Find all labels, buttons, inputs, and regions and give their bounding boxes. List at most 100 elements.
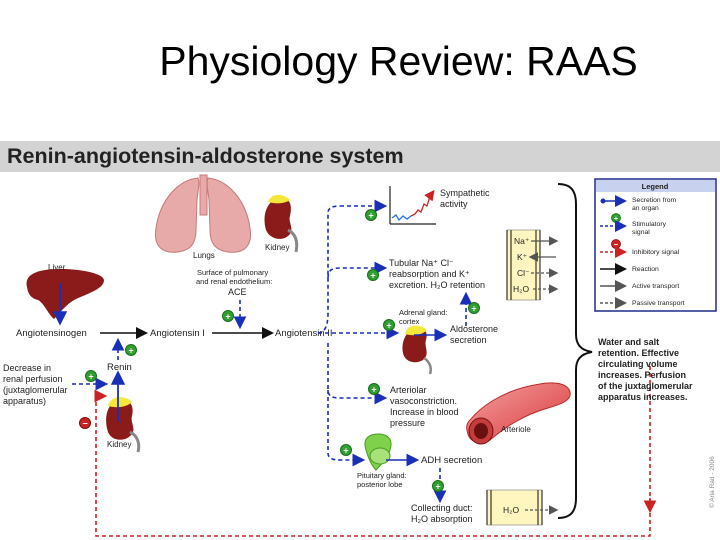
arteriole-label: Arteriole [501, 425, 531, 434]
tubular-line1: Tubular Na⁺ Cl⁻ [389, 258, 454, 268]
perfusion-plus-sign: + [88, 372, 93, 382]
arteriolar-line4: pressure [390, 418, 425, 428]
adrenal-plus-sign: + [386, 321, 391, 331]
inhibit-minus [79, 417, 91, 429]
arteriole-inner [474, 423, 488, 439]
legend-reaction-l1: Reaction [632, 266, 659, 273]
liver-label: Liver [48, 263, 66, 272]
inhibitory-loop [94, 366, 651, 537]
adrenal-bottom [108, 397, 132, 408]
tubular-line2: reabsorption and K⁺ [389, 269, 470, 279]
legend-inhib-l1: Inhibitory signal [632, 249, 680, 256]
surface-line1: Surface of pulmonary [197, 268, 269, 277]
perfusion-line4: apparatus) [3, 396, 46, 406]
legend-secretion-l1: Secretion from [632, 197, 677, 204]
ureter-top [287, 228, 299, 253]
angiotensinogen-label: Angiotensinogen [16, 328, 87, 339]
perfusion-line3: (juxtaglomerular [3, 385, 68, 395]
copyright: © Aria Rad - 2006 [708, 456, 716, 508]
arteriolar-line1: Arteriolar [390, 385, 427, 395]
ace-label: ACE [228, 287, 247, 297]
symp-graph-trace-blue [391, 214, 412, 222]
adrenal-line2: cortex [399, 317, 420, 326]
curly-brace [557, 183, 593, 519]
branch-pituitary [327, 390, 366, 467]
legend-passive-l1: Passive transport [632, 300, 685, 307]
adrenal-ureter [423, 356, 432, 375]
ion-channel [506, 229, 541, 301]
legend-stim-plus-sign: + [614, 214, 619, 223]
branch-trunk [317, 205, 341, 334]
banner-title: Renin-angiotensin-aldosterone system [7, 144, 404, 168]
ureter-bottom [129, 430, 141, 453]
branch-tubular [327, 261, 388, 279]
kidney-top-icon [264, 197, 292, 239]
ion-h2o: H₂O [513, 284, 529, 294]
water-line3: circulating volume [598, 359, 678, 369]
arteriolar-line2: vasoconstriction. [390, 396, 457, 406]
ace-plus-sign: + [225, 312, 230, 322]
legend-title: Legend [642, 182, 669, 191]
renin-plus-sign: + [128, 346, 133, 356]
water-line1: Water and salt [598, 337, 659, 347]
adh-plus-sign: + [435, 482, 440, 492]
adh-plus [432, 480, 444, 492]
legend-header [596, 180, 715, 192]
aldosterone-line1: Aldosterone [450, 324, 498, 334]
collecting-h2o: H₂O [503, 505, 519, 515]
aldosterone-line2: secretion [450, 335, 487, 345]
sympathetic-line2: activity [440, 199, 468, 209]
perfusion-line2: renal perfusion [3, 374, 63, 384]
sympathetic-plus [365, 209, 377, 221]
kidney-bottom-label: Kidney [107, 440, 131, 449]
arteriolar-line3: Increase in blood [390, 407, 459, 417]
water-line6: apparatus increases. [598, 392, 688, 402]
kidney-top-label: Kidney [265, 243, 289, 252]
legend-secretion-l2: an organ [632, 205, 659, 212]
water-line4: increases. Perfusion [598, 370, 686, 380]
arteriolar-plus-sign: + [371, 385, 376, 395]
tubular-plus [367, 269, 379, 281]
kidney-bottom-icon [106, 399, 134, 440]
banner-bar [0, 141, 720, 172]
symp-graph-trace-red [410, 189, 435, 217]
renin-plus [125, 344, 137, 356]
inhibit-minus-sign: − [82, 419, 87, 429]
raas-diagram: Renin-angiotensin-aldosterone system Liv… [0, 141, 720, 537]
adrenal-plus [383, 319, 395, 331]
legend-inhib-minus-sign: − [614, 240, 619, 249]
collecting-line1: Collecting duct: [411, 503, 473, 513]
trachea [199, 174, 208, 216]
sympathetic-plus-sign: + [368, 211, 373, 221]
ion-na: Na⁺ [514, 236, 530, 246]
ion-cl: Cl⁻ [517, 268, 530, 278]
adh-label: ADH secretion [421, 455, 482, 466]
liver-icon [26, 269, 105, 319]
adrenal-top [268, 194, 290, 204]
pituitary-line2: posterior lobe [357, 480, 402, 489]
lungs-icon [154, 177, 252, 253]
adrenal-kidney-icon [402, 327, 427, 363]
aldosterone-plus [468, 302, 480, 314]
surface-line2: and renal endothelium: [196, 277, 272, 286]
adrenal-line1: Adrenal gland: [399, 308, 447, 317]
tubular-line3: excretion. H₂O retention [389, 280, 485, 290]
slide-title: Physiology Review: RAAS [159, 38, 638, 84]
ace-plus [222, 310, 234, 322]
pituitary-lobe [369, 447, 391, 465]
legend-stim-l2: signal [632, 229, 650, 236]
sympathetic-line1: Sympathetic [440, 188, 490, 198]
lungs-label: Lungs [193, 251, 215, 260]
pituitary-line1: Pituitary gland: [357, 471, 407, 480]
legend-active-l1: Active transport [632, 283, 679, 290]
adrenal-gland-cap [405, 325, 427, 336]
water-line2: retention. Effective [598, 348, 679, 358]
pituitary-plus-sign: + [343, 446, 348, 456]
arteriolar-plus [368, 383, 380, 395]
perfusion-plus [85, 370, 97, 382]
renin-label: Renin [107, 362, 132, 373]
ion-k: K⁺ [517, 252, 528, 262]
tubular-plus-sign: + [370, 271, 375, 281]
aldosterone-plus-sign: + [471, 304, 476, 314]
collecting-line2: H₂O absorption [411, 514, 473, 524]
